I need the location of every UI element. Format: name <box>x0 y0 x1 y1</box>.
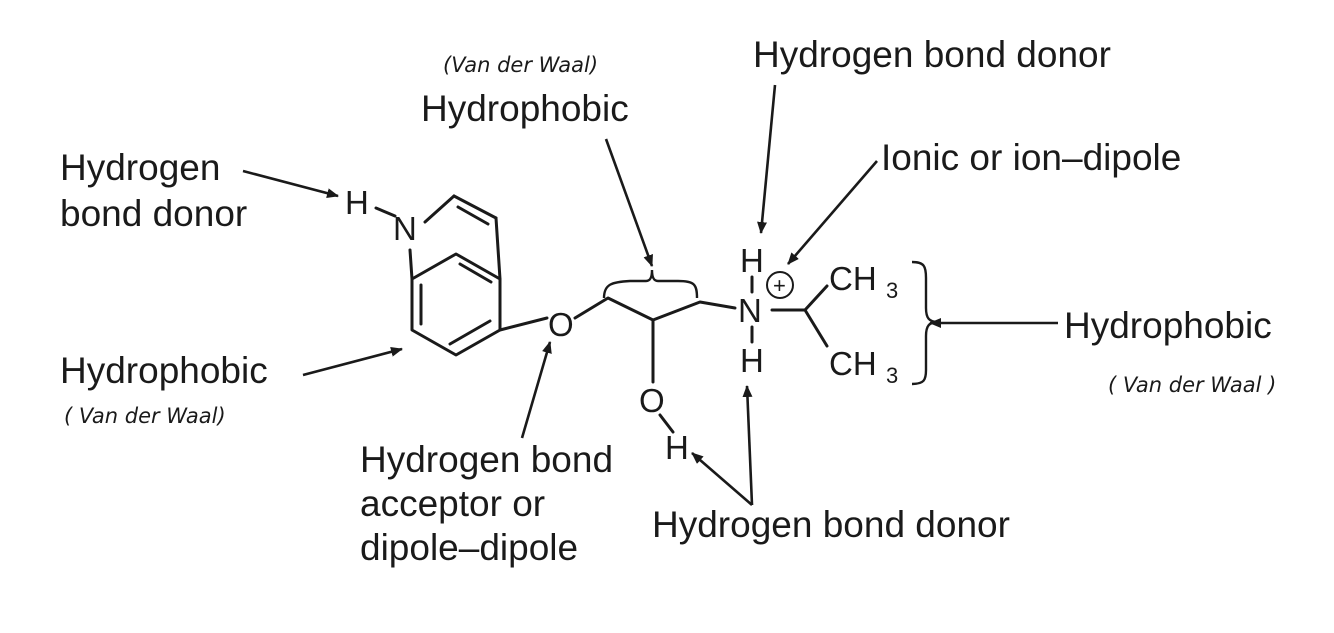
hydroxyl-o-atom: O <box>639 382 665 419</box>
label-amine-donor-bottom: Hydrogen bond donor <box>652 504 1010 545</box>
pyrrole-bond <box>494 216 502 281</box>
amine-h-bottom-atom: H <box>740 342 764 379</box>
pyrrole-bond <box>408 248 414 281</box>
arrow-ring-hydrophobic <box>302 346 403 377</box>
label-indole-nh-line1: Hydrogen <box>60 147 220 188</box>
positive-charge-circle <box>766 271 794 299</box>
chain-brace <box>602 269 699 299</box>
methyl-top-subscript: 3 <box>886 278 898 303</box>
nh-bond <box>374 206 397 218</box>
indole-h-atom: H <box>345 184 369 221</box>
arrow-amine-h-top <box>757 84 777 234</box>
arrow-indole-nh <box>242 169 339 199</box>
label-ether-acceptor-line1: Hydrogen bond <box>360 439 613 480</box>
labels: Hydrogen bond donor Hydrophobic Hydropho… <box>60 34 1272 568</box>
interaction-arrows <box>242 84 1058 506</box>
indole-n-atom: N <box>393 210 417 247</box>
label-hydrophobic-chain: Hydrophobic <box>421 88 629 129</box>
propyl-chain <box>573 296 737 322</box>
label-hydrophobic-isopropyl: Hydrophobic <box>1064 305 1272 346</box>
label-indole-nh-line2: bond donor <box>60 193 247 234</box>
note-van-der-waal-isopropyl: ( Van der Waal ) <box>1108 373 1276 397</box>
methyl-bottom-subscript: 3 <box>886 363 898 388</box>
o-h-bond <box>658 413 675 434</box>
pyrrole-bond <box>423 194 456 224</box>
arrow-amine-h-bottom <box>742 385 754 506</box>
ether-o-atom: O <box>548 306 574 343</box>
amine-n-atom: N <box>738 292 762 329</box>
benzene-double-bond <box>458 262 493 284</box>
amine-h-top-atom: H <box>740 242 764 279</box>
note-van-der-waal-chain: (Van der Waal) <box>443 53 598 77</box>
label-ether-acceptor-line2: acceptor or <box>360 483 545 524</box>
isopropyl-bond <box>803 308 829 348</box>
note-van-der-waal-ring: ( Van der Waal) <box>64 404 226 428</box>
label-ionic: Ionic or ion–dipole <box>881 137 1181 178</box>
arrow-ether-acceptor <box>520 341 552 439</box>
hydroxyl-h-atom: H <box>665 429 689 466</box>
benzene-double-bond <box>448 319 492 346</box>
methyl-top: CH <box>829 260 877 297</box>
arrow-ionic <box>787 160 878 265</box>
positive-charge-sign: + <box>773 273 786 298</box>
pyrrole-double-bond <box>456 205 490 226</box>
label-amine-donor-top: Hydrogen bond donor <box>753 34 1111 75</box>
molecule-structure: H N O O H N H H + CH 3 CH 3 <box>345 184 898 466</box>
arrow-hydroxyl-h <box>691 452 753 506</box>
label-hydrophobic-ring: Hydrophobic <box>60 350 268 391</box>
label-ether-acceptor-line3: dipole–dipole <box>360 527 578 568</box>
arrow-chain-hydrophobic <box>604 138 654 267</box>
isopropyl-bond <box>803 284 829 312</box>
ring-o-bond <box>498 316 549 332</box>
pyrrole-bond <box>452 194 498 220</box>
handwritten-notes: (Van der Waal) ( Van der Waal) ( Van der… <box>64 53 1276 428</box>
methyl-bottom: CH <box>829 345 877 382</box>
